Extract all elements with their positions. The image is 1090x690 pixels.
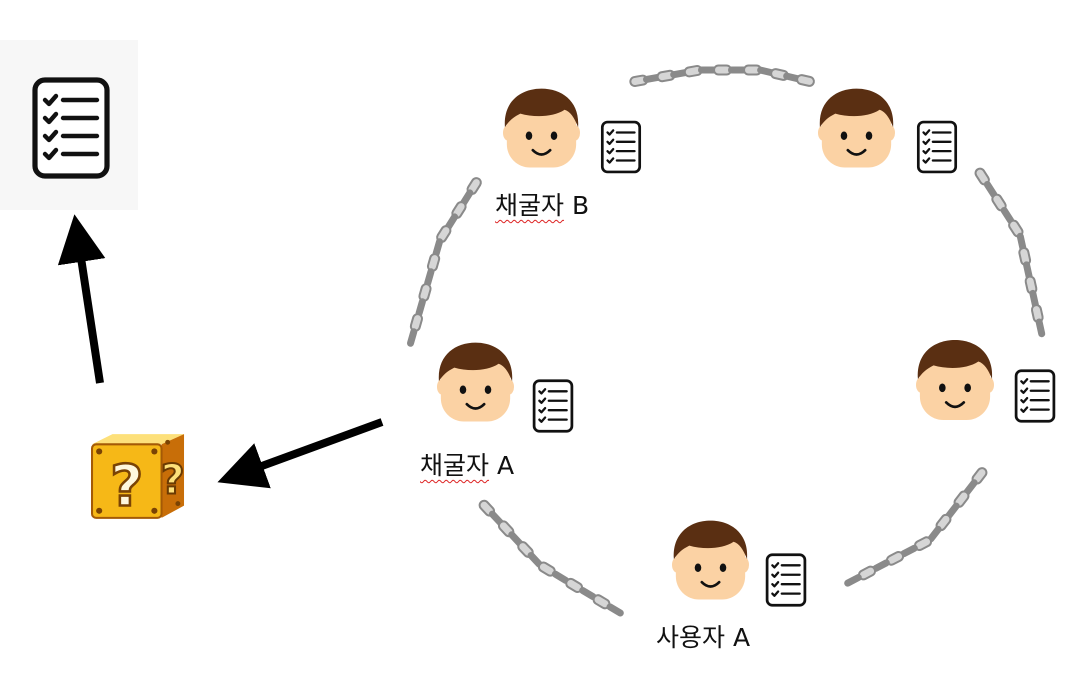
- label-miner-a: 채굴자 A: [420, 451, 515, 480]
- miner-a-face-icon: [437, 342, 514, 423]
- chain-bottom-right: [844, 467, 988, 587]
- chain-link: [796, 74, 815, 87]
- checklist-icon: [35, 80, 107, 176]
- label-miner-b: 채굴자 B: [495, 191, 590, 220]
- chain-right: [974, 167, 1046, 338]
- miner-a-checklist-icon: [532, 379, 574, 433]
- chain-top: [629, 64, 815, 87]
- arrow-to-block: [217, 418, 384, 489]
- node-top-right-face-icon: [818, 88, 895, 169]
- miner-b-checklist-icon: [600, 120, 642, 174]
- question-block-icon: [90, 432, 186, 521]
- chain-left: [406, 177, 482, 347]
- user-a-checklist-icon: [765, 553, 807, 607]
- node-top-right-checklist-icon: [916, 120, 958, 174]
- chain-link: [406, 328, 418, 347]
- chain-link: [844, 574, 862, 587]
- node-right-checklist-icon: [1014, 369, 1056, 423]
- chain-link: [1035, 318, 1046, 338]
- node-right-face-icon: [916, 340, 994, 422]
- miner-b-face-icon: [503, 88, 580, 169]
- chain-links: [406, 64, 1046, 617]
- chain-bottom-left: [478, 499, 624, 617]
- user-a-face-icon: [672, 520, 749, 601]
- label-user-a: 사용자 A: [656, 623, 751, 652]
- chain-link: [606, 603, 624, 617]
- arrow-to-ledger: [57, 214, 106, 384]
